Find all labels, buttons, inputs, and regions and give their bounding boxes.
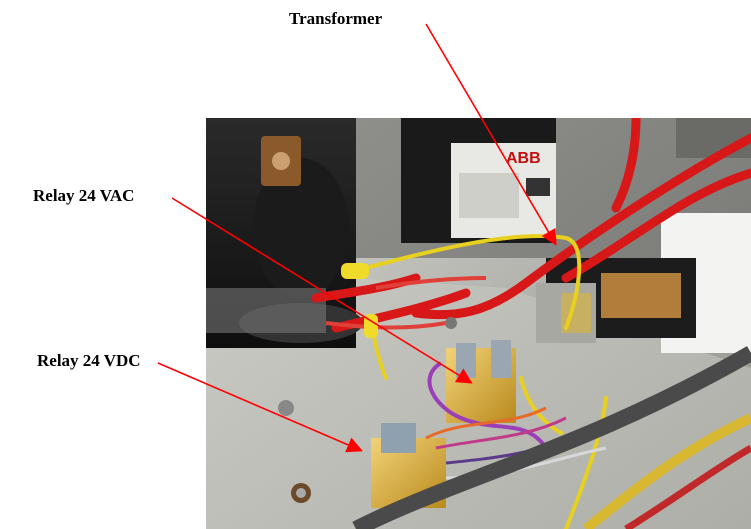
label-transformer: Transformer bbox=[289, 9, 383, 28]
label-relay-24-vac: Relay 24 VAC bbox=[33, 186, 135, 205]
abb-logo: ABB bbox=[506, 150, 541, 167]
enclosure-photo: ABB bbox=[206, 118, 751, 529]
label-relay-24-vdc: Relay 24 VDC bbox=[37, 351, 141, 370]
